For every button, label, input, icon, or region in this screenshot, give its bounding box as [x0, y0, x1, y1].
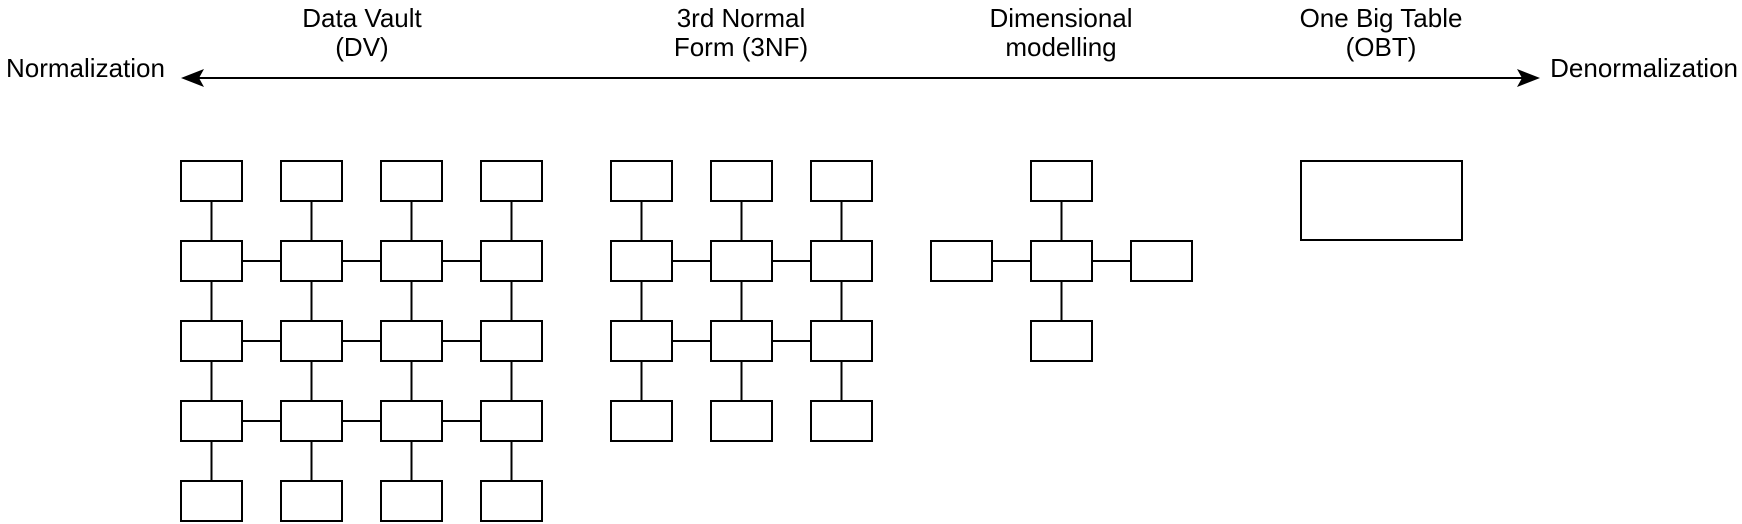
data-vault-table-box — [180, 480, 243, 522]
data-vault-table-box — [180, 240, 243, 282]
one-big-table-title-line1: One Big Table — [1299, 3, 1463, 33]
data-vault-table-box — [280, 320, 343, 362]
dimensional-modelling-dimension-box — [1030, 160, 1093, 202]
data-vault-table-box — [480, 480, 543, 522]
dimensional-modelling-title-line1: Dimensional — [989, 3, 1133, 33]
third-normal-form-table-box — [610, 160, 673, 202]
third-normal-form-table-box — [610, 320, 673, 362]
data-vault-table-box — [380, 320, 443, 362]
dimensional-modelling-dimension-box — [930, 240, 993, 282]
third-normal-form-table-box — [710, 320, 773, 362]
third-normal-form-table-box — [710, 400, 773, 442]
one-big-table-title-line2: (OBT) — [1345, 32, 1417, 62]
third-normal-form-table-box — [710, 160, 773, 202]
data-vault-table-box — [280, 400, 343, 442]
dimensional-modelling-fact-box — [1030, 240, 1093, 282]
data-vault-table-box — [280, 480, 343, 522]
third-normal-form-table-box — [710, 240, 773, 282]
data-vault-table-box — [380, 160, 443, 202]
one-big-table-title: One Big Table (OBT) — [1300, 4, 1463, 62]
data-vault-table-box — [380, 480, 443, 522]
third-normal-form-table-box — [810, 160, 873, 202]
third-normal-form-table-box — [810, 400, 873, 442]
dimensional-modelling-title-line2: modelling — [1005, 32, 1117, 62]
data-vault-table-box — [380, 400, 443, 442]
dimensional-modelling-dimension-box — [1130, 240, 1193, 282]
third-normal-form-table-box — [610, 400, 673, 442]
normalization-label: Normalization — [6, 53, 165, 83]
data-vault-title: Data Vault (DV) — [302, 4, 421, 62]
one-big-table-table-box — [1300, 160, 1463, 241]
arrowhead-left-icon — [181, 69, 204, 87]
third-normal-form-table-box — [810, 320, 873, 362]
data-vault-table-box — [180, 160, 243, 202]
data-vault-table-box — [180, 320, 243, 362]
third-normal-form-title: 3rd Normal Form (3NF) — [674, 4, 808, 62]
data-vault-table-box — [280, 160, 343, 202]
dimensional-modelling-title: Dimensional modelling — [989, 4, 1132, 62]
data-vault-table-box — [480, 240, 543, 282]
data-vault-title-line2: (DV) — [335, 32, 389, 62]
arrowhead-right-icon — [1517, 69, 1540, 87]
data-vault-table-box — [180, 400, 243, 442]
denormalization-label: Denormalization — [1550, 53, 1738, 83]
third-normal-form-title-line2: Form (3NF) — [673, 32, 809, 62]
data-vault-title-line1: Data Vault — [302, 3, 422, 33]
dimensional-modelling-dimension-box — [1030, 320, 1093, 362]
data-vault-table-box — [380, 240, 443, 282]
data-vault-table-box — [480, 160, 543, 202]
data-vault-table-box — [480, 320, 543, 362]
data-vault-table-box — [480, 400, 543, 442]
third-normal-form-title-line1: 3rd Normal — [676, 3, 806, 33]
data-vault-table-box — [280, 240, 343, 282]
third-normal-form-table-box — [810, 240, 873, 282]
third-normal-form-table-box — [610, 240, 673, 282]
